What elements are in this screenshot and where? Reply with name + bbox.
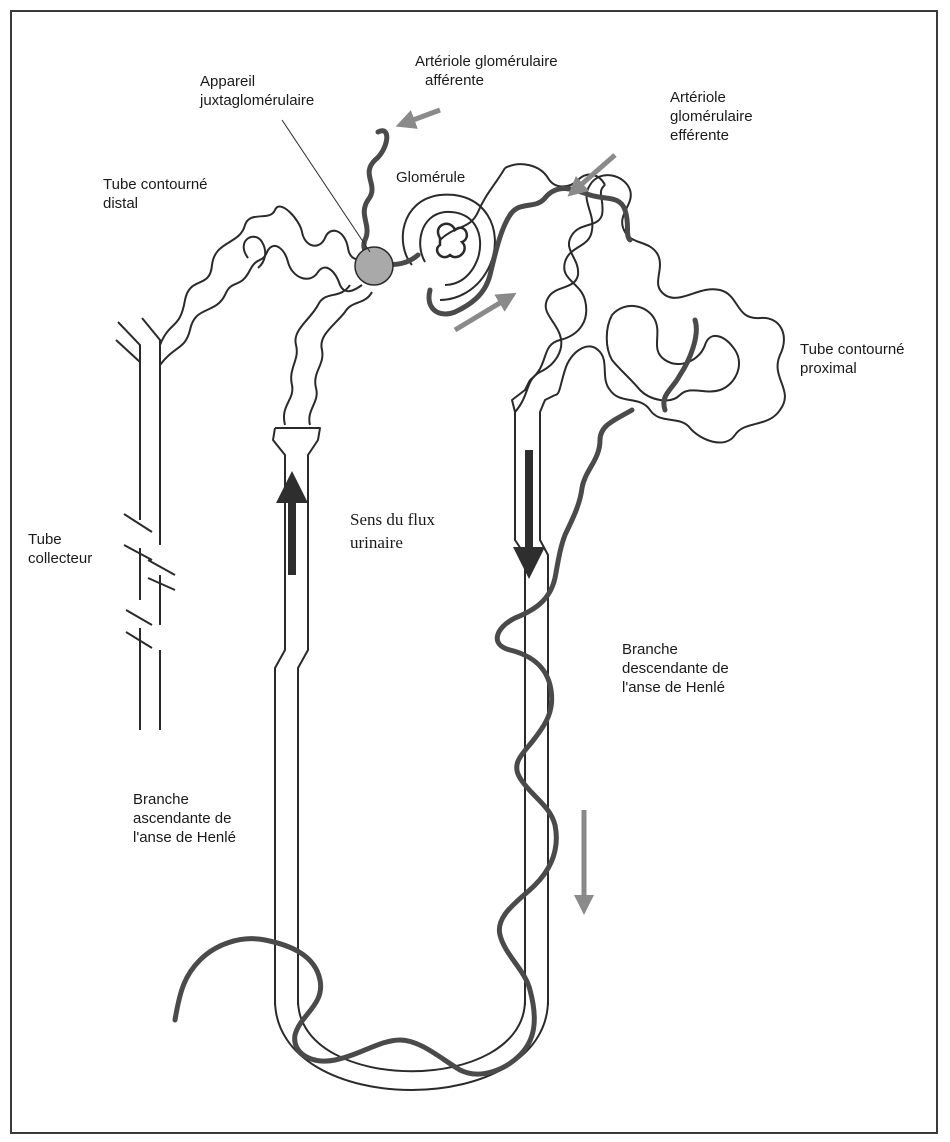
leader-lines (282, 120, 370, 252)
afferent-arrow (405, 110, 440, 123)
collecting-duct-breaks (124, 514, 175, 648)
blood-vessels (175, 131, 696, 1074)
distal-convoluted-tubule (160, 207, 362, 365)
efferent-arrow (575, 155, 615, 190)
ascending-limb (273, 285, 372, 1005)
collecting-duct-right-wall (142, 318, 160, 730)
juxtaglomerular-apparatus (355, 247, 393, 285)
loop-of-henle (275, 1000, 548, 1090)
afferent-arteriole (364, 131, 418, 265)
collecting-duct-left-wall (118, 322, 140, 730)
collecting-duct-left-branch (116, 340, 140, 362)
glomerulus (403, 195, 495, 300)
glomerular-capillaries (437, 224, 467, 257)
leader-juxta (282, 120, 370, 252)
collecting-duct (116, 318, 175, 730)
glomerular-flow-arrow (455, 298, 508, 330)
gray-arrows (405, 110, 615, 905)
proximal-convoluted-tubule (440, 164, 785, 442)
descending-limb (512, 380, 555, 1005)
label-glomerule: Glomérule (396, 168, 465, 187)
